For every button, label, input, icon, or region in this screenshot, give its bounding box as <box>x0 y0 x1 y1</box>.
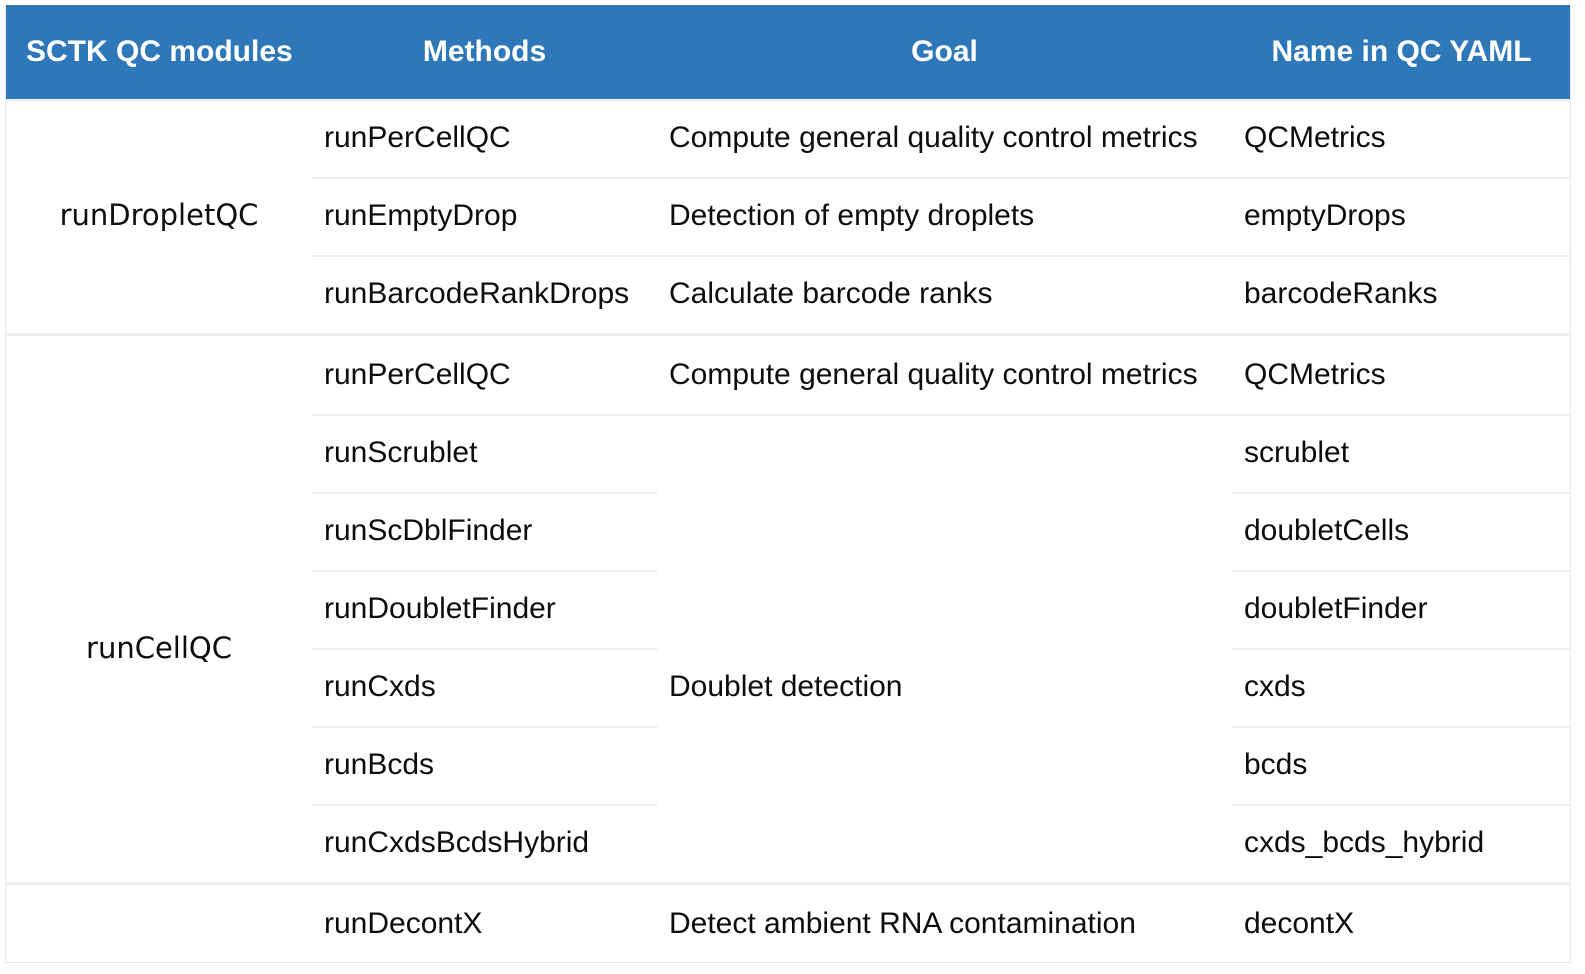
row-divider <box>312 726 657 728</box>
yaml-name-label: QCMetrics <box>1244 121 1386 154</box>
yaml-name-label: doubletCells <box>1244 514 1410 547</box>
goal-label: Doublet detection <box>669 670 903 703</box>
row-divider <box>1232 414 1571 416</box>
method-label: runPerCellQC <box>324 358 511 391</box>
module-cell-rundropletqc: runDropletQC <box>6 99 312 331</box>
yaml-name-cell: QCMetrics <box>1232 336 1571 414</box>
goal-cell: Detect ambient RNA contamination <box>657 885 1232 963</box>
row-divider <box>657 255 1232 257</box>
yaml-name-label: barcodeRanks <box>1244 277 1438 310</box>
table-row: runDoubletFinder <box>312 570 657 648</box>
table-row: runPerCellQC <box>312 99 657 177</box>
yaml-name-cell: decontX <box>1232 885 1571 963</box>
table-row: runEmptyDrop <box>312 177 657 255</box>
table-row: runCxdsBcdsHybrid <box>312 804 657 882</box>
method-label: runDoubletFinder <box>324 592 556 625</box>
module-label: runDropletQC <box>59 198 259 232</box>
table-row: runDecontX <box>312 885 657 963</box>
column-header-goal: Goal <box>911 35 978 68</box>
row-divider <box>312 648 657 650</box>
yaml-name-label: cxds <box>1244 670 1306 703</box>
yaml-name-label: bcds <box>1244 748 1308 781</box>
goal-cell: Compute general quality control metrics <box>657 99 1232 177</box>
table-row: runCxds <box>312 648 657 726</box>
yaml-name-cell: bcds <box>1232 726 1571 804</box>
row-divider <box>312 177 657 179</box>
method-label: runCxds <box>324 670 436 703</box>
goal-label: Compute general quality control metrics <box>669 121 1198 154</box>
yaml-name-cell: emptyDrops <box>1232 177 1571 255</box>
column-header-sctk-qc-modules: SCTK QC modules <box>26 35 293 68</box>
row-divider <box>1232 255 1571 257</box>
yaml-name-label: emptyDrops <box>1244 199 1406 232</box>
row-divider <box>1232 492 1571 494</box>
row-divider <box>1232 177 1571 179</box>
yaml-name-cell: doubletFinder <box>1232 570 1571 648</box>
yaml-name-label: scrublet <box>1244 436 1350 469</box>
goal-label: Calculate barcode ranks <box>669 277 993 310</box>
method-label: runScDblFinder <box>324 514 533 547</box>
row-divider <box>1232 570 1571 572</box>
column-header-methods: Methods <box>422 35 547 68</box>
row-divider <box>657 177 1232 179</box>
row-divider <box>1232 648 1571 650</box>
row-divider <box>312 570 657 572</box>
goal-label: Detection of empty droplets <box>669 199 1035 232</box>
merged-goal-doublet-detection: Doublet detection <box>657 414 1232 960</box>
table-header-row: SCTK QC modules Methods Goal Name in QC … <box>6 5 1570 99</box>
row-divider <box>1232 804 1571 806</box>
row-divider <box>657 414 1232 416</box>
goal-cell: Detection of empty droplets <box>657 177 1232 255</box>
method-label: runBarcodeRankDrops <box>324 277 630 310</box>
method-label: runDecontX <box>324 907 483 940</box>
yaml-name-cell: QCMetrics <box>1232 99 1571 177</box>
column-header-name-in-qc-yaml: Name in QC YAML <box>1271 35 1532 68</box>
module-label: runCellQC <box>86 631 232 665</box>
yaml-name-cell: doubletCells <box>1232 492 1571 570</box>
method-label: runScrublet <box>324 436 478 469</box>
yaml-name-label: doubletFinder <box>1244 592 1428 625</box>
goal-label: Compute general quality control metrics <box>669 358 1198 391</box>
table-row: runScDblFinder <box>312 492 657 570</box>
goal-label: Detect ambient RNA contamination <box>669 907 1136 940</box>
method-label: runBcds <box>324 748 435 781</box>
method-label: runPerCellQC <box>324 121 511 154</box>
table-body: runDropletQC runPerCellQC Compute genera… <box>6 99 1571 963</box>
goal-cell: Compute general quality control metrics <box>657 336 1232 414</box>
group-divider <box>6 333 1570 336</box>
module-cell-runcellqc: runCellQC <box>6 336 312 960</box>
table-row: runBcds <box>312 726 657 804</box>
table-row: runPerCellQC <box>312 336 657 414</box>
goal-cell: Calculate barcode ranks <box>657 255 1232 333</box>
row-divider <box>312 492 657 494</box>
yaml-name-label: QCMetrics <box>1244 358 1386 391</box>
table-row: runBarcodeRankDrops <box>312 255 657 333</box>
row-divider <box>312 414 657 416</box>
row-divider <box>6 882 1570 885</box>
yaml-name-cell: cxds_bcds_hybrid <box>1232 804 1571 882</box>
header-bottom-divider <box>6 99 1570 102</box>
method-label: runCxdsBcdsHybrid <box>324 826 590 859</box>
row-divider <box>1232 726 1571 728</box>
qc-modules-table: SCTK QC modules Methods Goal Name in QC … <box>5 5 1571 963</box>
yaml-name-cell: scrublet <box>1232 414 1571 492</box>
row-divider <box>312 255 657 257</box>
yaml-name-cell: barcodeRanks <box>1232 255 1571 333</box>
table-row: runScrublet <box>312 414 657 492</box>
method-label: runEmptyDrop <box>324 199 518 232</box>
yaml-name-cell: cxds <box>1232 648 1571 726</box>
yaml-name-label: decontX <box>1244 907 1355 940</box>
row-divider <box>312 804 657 806</box>
yaml-name-label: cxds_bcds_hybrid <box>1244 826 1485 859</box>
